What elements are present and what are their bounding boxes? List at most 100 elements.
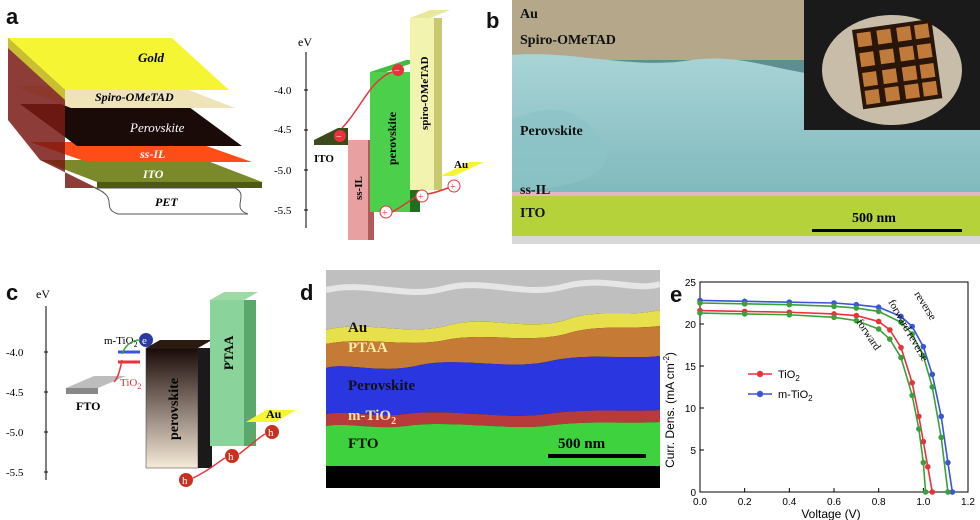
data-point xyxy=(925,464,931,470)
sem-label-spiro: Spiro-OMeTAD xyxy=(520,33,616,48)
y-tick-label: 5 xyxy=(690,446,696,457)
band-label-spiro: spiro-OMeTAD xyxy=(419,56,431,130)
panel-c-energy-diagram: eV -4.0 -4.5 -5.0 -5.5 FTO m-TiO2 TiO2 p… xyxy=(6,287,296,487)
svg-text:−: − xyxy=(336,132,342,143)
data-point xyxy=(909,392,915,399)
series-line xyxy=(699,312,927,493)
legend-marker xyxy=(756,370,764,378)
data-point xyxy=(786,311,793,318)
scale-bar-label: 500 nm xyxy=(852,211,896,226)
data-point xyxy=(938,434,944,441)
svg-text:+: + xyxy=(450,182,456,193)
data-point xyxy=(949,489,956,495)
layer-label-pet: PET xyxy=(155,195,178,209)
panel-label-e: e xyxy=(670,282,683,307)
layer-label-spiro: Spiro-OMeTAD xyxy=(95,90,174,104)
band-label-ssil: ss-IL xyxy=(353,176,365,200)
scale-bar xyxy=(548,454,646,458)
legend-label: TiO2 xyxy=(778,369,800,383)
sem-label-au: Au xyxy=(520,7,538,22)
sem-label-ptaa: PTAA xyxy=(348,340,388,356)
scale-bar xyxy=(812,229,962,232)
x-tick-label: 0.2 xyxy=(738,497,752,508)
x-tick-label: 1.0 xyxy=(916,497,930,508)
tick-label: -5.0 xyxy=(274,165,292,177)
data-point xyxy=(853,317,860,324)
x-tick-label: 0.8 xyxy=(872,497,886,508)
annotation-reverse: reverse xyxy=(911,289,938,322)
data-point xyxy=(920,438,927,445)
data-point xyxy=(697,300,703,306)
data-point xyxy=(920,343,927,350)
data-point xyxy=(831,303,837,310)
data-point xyxy=(697,310,703,316)
hole-marker: h xyxy=(228,451,234,463)
data-point xyxy=(875,304,882,310)
sem-label-ito: ITO xyxy=(520,206,546,221)
data-point xyxy=(909,331,915,337)
sem-label-ssil: ss-IL xyxy=(520,183,550,198)
y-axis-label: Curr. Dens. (mA cm-2) xyxy=(662,352,677,468)
data-point xyxy=(938,413,944,420)
tick-label: -5.5 xyxy=(274,205,292,217)
layer-label-ssil: ss-IL xyxy=(139,147,165,161)
x-tick-label: 0.0 xyxy=(693,497,707,508)
data-point xyxy=(875,318,882,325)
data-point xyxy=(875,326,882,332)
electron-marker: e xyxy=(142,335,147,347)
data-point xyxy=(741,301,748,307)
data-point xyxy=(929,384,936,390)
series-line xyxy=(699,302,949,493)
data-point xyxy=(920,459,927,466)
data-point xyxy=(909,380,915,386)
band-label-perovskite: perovskite xyxy=(385,111,399,165)
y-tick-label: 20 xyxy=(685,320,697,331)
band-label-au: Au xyxy=(266,407,282,421)
data-point xyxy=(853,305,860,311)
band-label-au: Au xyxy=(454,159,468,171)
sem-label-perovskite: Perovskite xyxy=(520,124,583,139)
data-point xyxy=(916,426,922,432)
data-point xyxy=(909,323,915,330)
data-point xyxy=(945,459,951,466)
hole-marker: h xyxy=(182,475,188,487)
data-point xyxy=(741,311,748,317)
y-tick-label: 10 xyxy=(685,404,697,415)
unit-label: eV xyxy=(298,35,312,49)
band-label-ito: ITO xyxy=(314,153,334,165)
layer-label-gold: Gold xyxy=(138,50,165,65)
tick-label: -5.5 xyxy=(6,467,24,479)
sem-label-fto: FTO xyxy=(348,436,379,452)
x-tick-label: 0.6 xyxy=(827,497,841,508)
data-point xyxy=(929,371,936,378)
panel-label-a: a xyxy=(6,4,19,29)
sem-label-mtio2: m-TiO2 xyxy=(348,408,396,427)
unit-label: eV xyxy=(36,287,50,301)
panel-label-d: d xyxy=(300,280,314,305)
sem-label-au: Au xyxy=(348,320,367,336)
data-point xyxy=(945,489,951,495)
layer-label-perovskite: Perovskite xyxy=(129,120,185,135)
data-point xyxy=(916,413,922,420)
data-point xyxy=(875,308,882,315)
x-tick-label: 0.4 xyxy=(782,497,796,508)
band-label-mtio2: m-TiO2 xyxy=(104,335,138,349)
tick-label: -4.5 xyxy=(6,387,24,399)
panel-a-energy-diagram: eV -4.0 -4.5 -5.0 -5.5 ITO ss-IL perovsk… xyxy=(274,10,484,240)
tick-label: -5.0 xyxy=(6,427,24,439)
data-point xyxy=(786,301,793,308)
hole-marker: h xyxy=(268,427,274,439)
band-label-fto: FTO xyxy=(76,399,100,413)
data-point xyxy=(898,319,904,326)
data-point xyxy=(853,312,860,319)
layer-label-ito: ITO xyxy=(142,167,164,181)
panel-b-sem-image: Au Spiro-OMeTAD Perovskite ss-IL ITO 500… xyxy=(512,0,980,244)
data-point xyxy=(898,354,904,361)
scale-bar-label: 500 nm xyxy=(558,436,606,452)
x-tick-label: 1.2 xyxy=(961,497,975,508)
tick-label: -4.0 xyxy=(6,347,24,359)
x-axis-label: Voltage (V) xyxy=(801,507,860,520)
y-tick-label: 0 xyxy=(690,488,696,499)
data-point xyxy=(887,327,893,333)
